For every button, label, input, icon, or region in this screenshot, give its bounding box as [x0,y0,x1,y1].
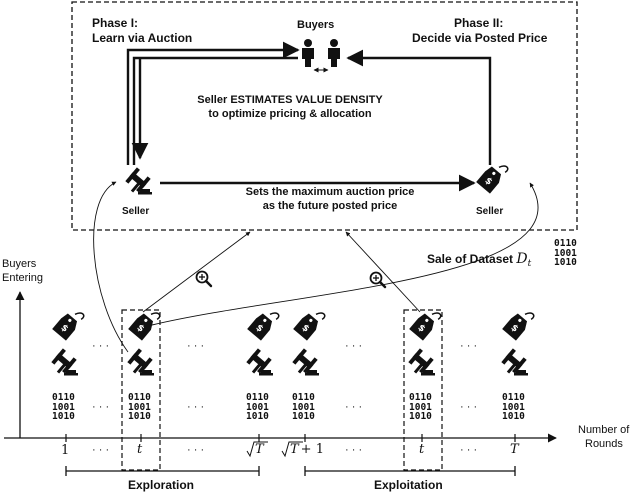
y-axis-label-line-2: Entering [2,272,43,284]
y-axis-label-line-1: Buyers [2,258,37,270]
tick-label-sqrt-T-plus-1: T+ 1 [290,442,324,457]
binary-data-icon: 0110 1001 1010 [502,392,525,422]
ellipsis: · · · [345,401,363,413]
x-axis-label-line-1: Number of [578,424,630,436]
top-dashed-box [71,1,578,231]
phase1-title: Phase I: [92,16,139,30]
ellipsis: · · · [460,340,478,352]
estimate-line-2: to optimize pricing & allocation [208,108,372,120]
magnifier-icon [195,270,213,288]
tick-label-sqrt-T: T [255,442,264,457]
estimate-line-1: Seller ESTIMATES VALUE DENSITY [197,94,383,106]
round-t-exploration-box [121,309,161,471]
ellipsis: · · · [460,444,478,456]
ellipsis: · · · [187,340,205,352]
seller-left-label: Seller [122,206,150,217]
binary-data-icon: 0110 1001 1010 [409,392,432,422]
ellipsis: · · · [460,401,478,413]
binary-data-icon: 0110 1001 1010 [52,392,75,422]
exploration-bracket [65,466,260,476]
binary-data-icon: 0110 1001 1010 [554,238,577,268]
ellipsis: · · · [187,444,205,456]
ellipsis: · · · [92,340,110,352]
sale-of-dataset-label: Sale of Dataset Dt [427,251,532,269]
binary-data-icon: 0110 1001 1010 [128,392,151,422]
buyers-label: Buyers [297,19,335,31]
curve-to-right-seller [151,182,539,326]
x-axis-label-line-2: Rounds [585,438,623,450]
curve-to-left-seller [93,181,129,353]
ellipsis: · · · [345,340,363,352]
zoom-arrow-right [345,231,421,313]
gavel-icon [49,346,530,377]
phase2-subtitle: Decide via Posted Price [412,31,548,45]
price-tag-icon [475,162,510,195]
exploitation-bracket [304,466,516,476]
max-price-line-1: Sets the maximum auction price [245,186,415,198]
exploration-label: Exploration [128,478,195,492]
tick-label-T: T [510,442,519,457]
zoom-arrow-left [142,231,251,313]
tick-label-t-exploitation: t [419,442,425,457]
phase2-arrow [346,49,492,165]
sqrt-symbols [246,441,303,458]
ellipsis: · · · [187,401,205,413]
exploitation-label: Exploitation [374,478,443,492]
magnifier-icon [369,271,387,289]
x-ticks [65,434,516,442]
round-t-exploitation-box [403,309,443,471]
phase1-subtitle: Learn via Auction [92,31,193,45]
ellipsis: · · · [92,444,110,456]
ellipsis: · · · [92,401,110,413]
binary-data-icon: 0110 1001 1010 [292,392,315,422]
tick-label-1: 1 [61,443,70,458]
binary-data-icon: 0110 1001 1010 [246,392,269,422]
gavel-icon [123,165,154,196]
people-icon [302,39,340,73]
phase1-arrow [126,41,300,165]
max-price-line-2: as the future posted price [262,200,398,212]
price-tag-icon [51,309,536,342]
ellipsis: · · · [345,444,363,456]
seller-right-label: Seller [476,206,504,217]
tick-label-t-exploration: t [137,442,143,457]
phase2-title: Phase II: [454,16,504,30]
